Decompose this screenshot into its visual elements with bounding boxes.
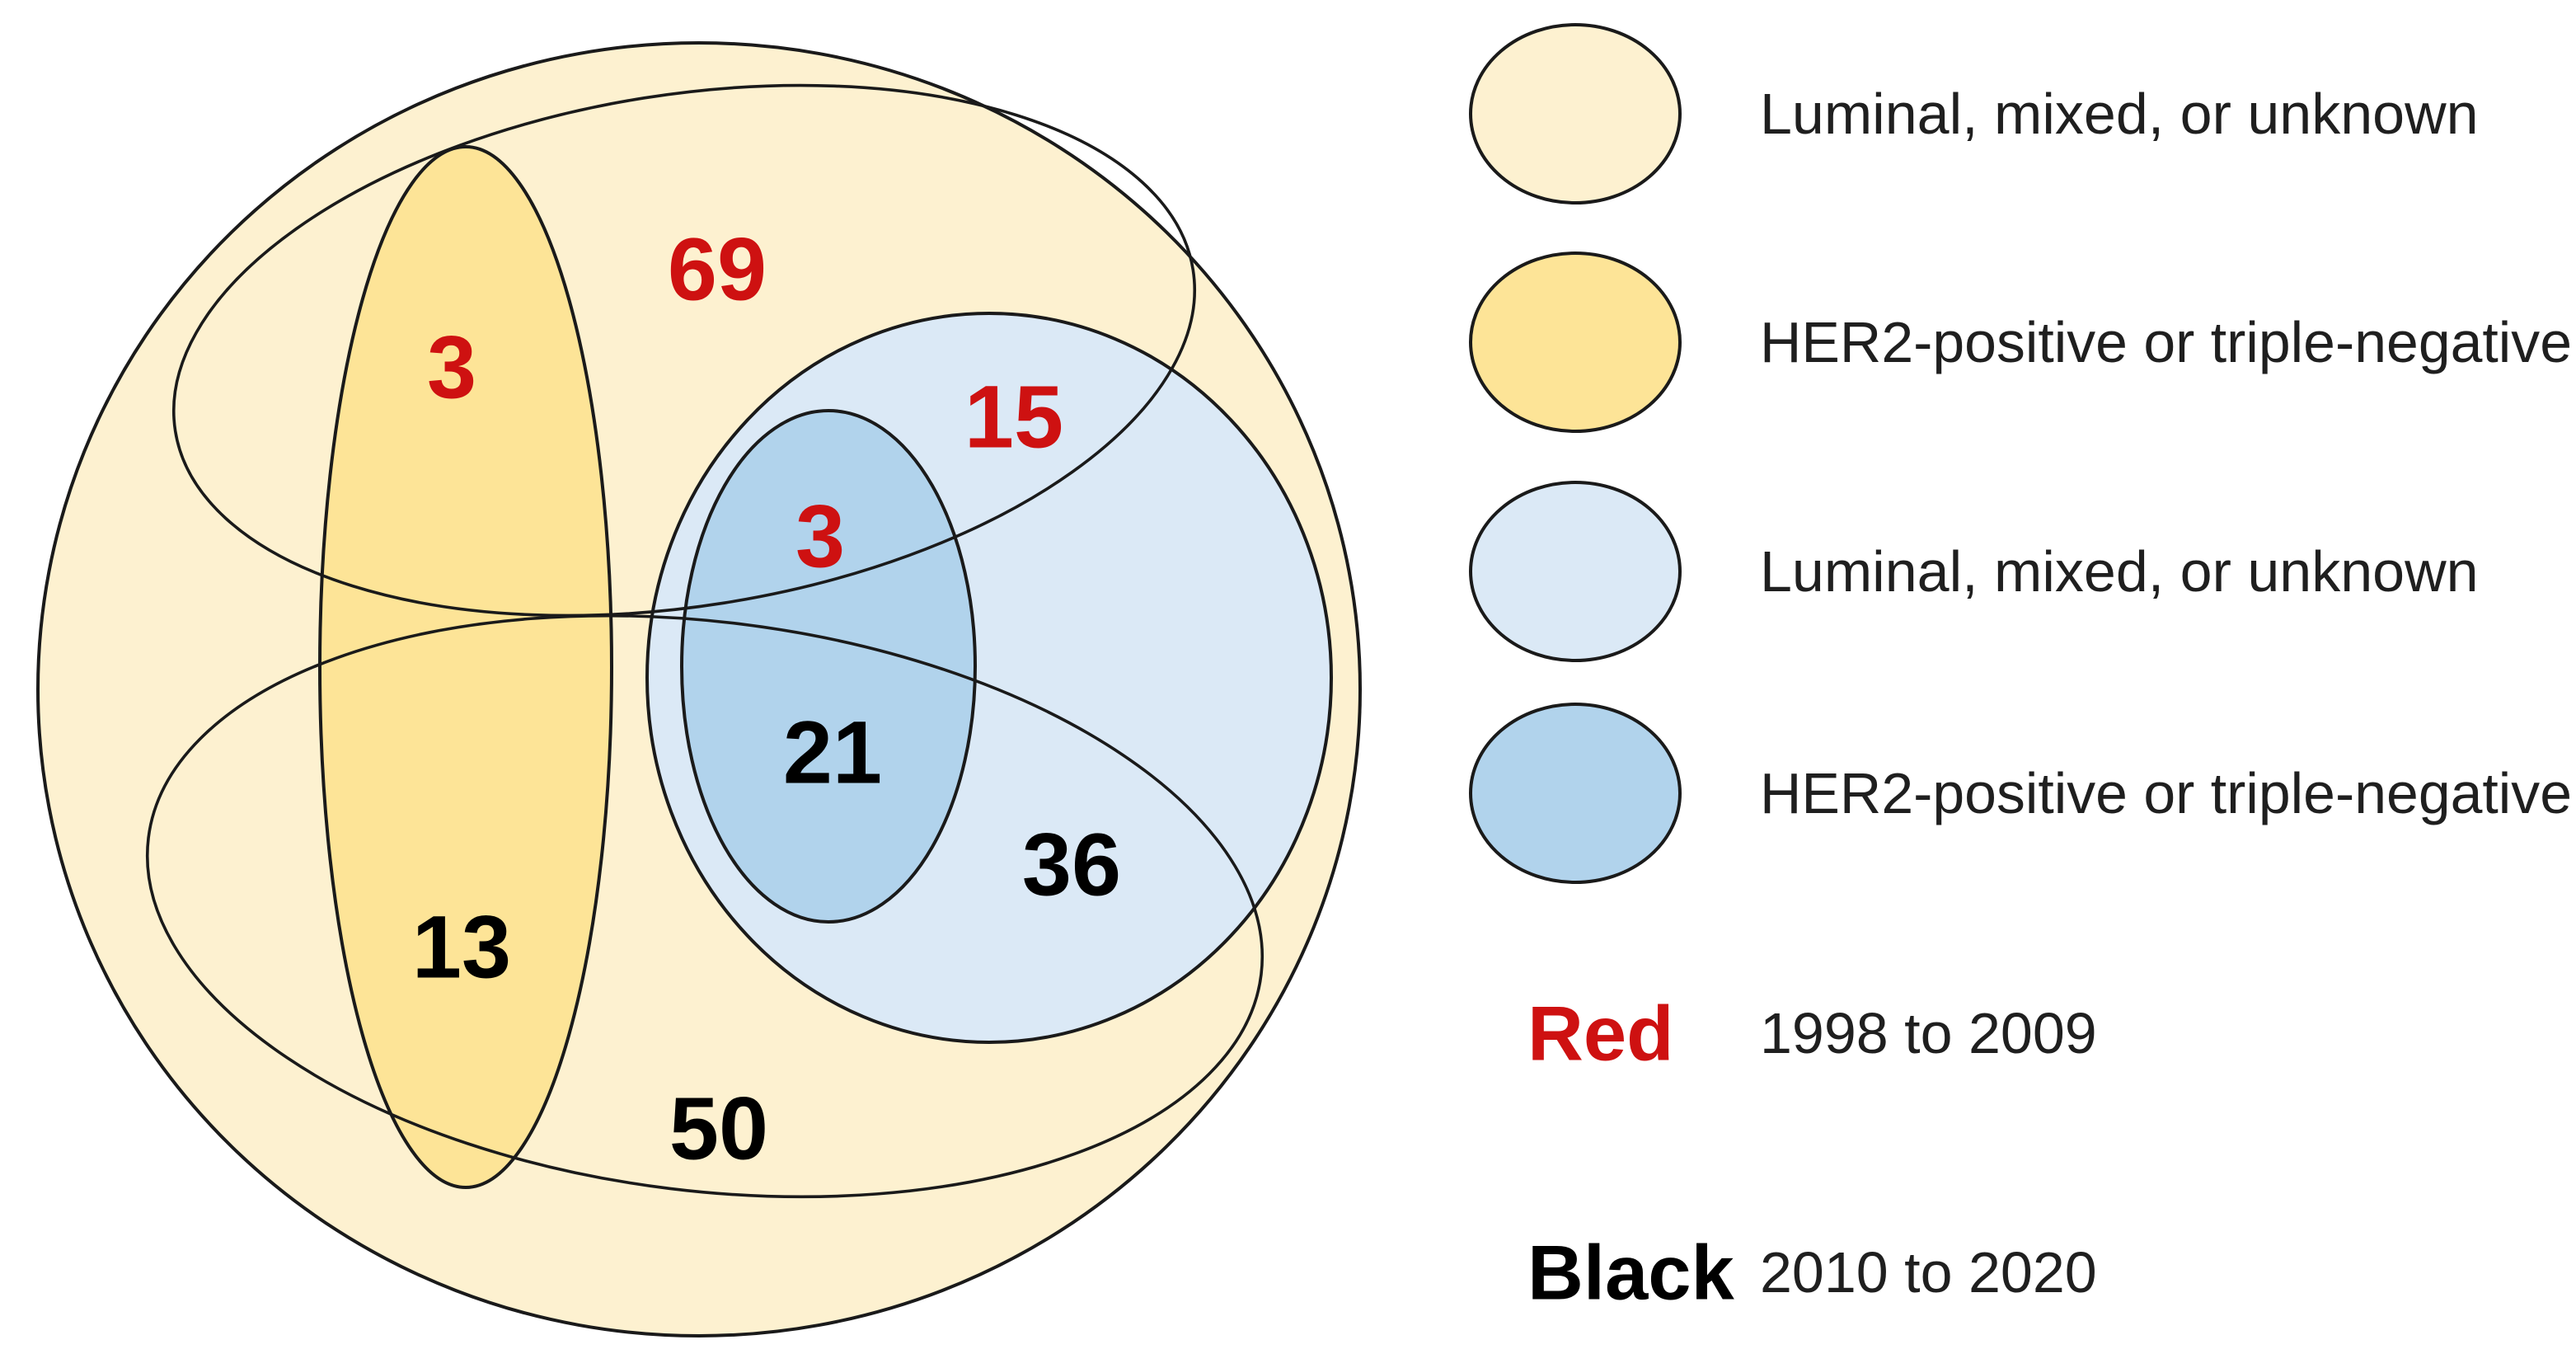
legend-item-gold: HER2-positive or triple-negative bbox=[1469, 252, 2572, 433]
legend-label-blue: HER2-positive or triple-negative bbox=[1760, 761, 2572, 825]
color-key-black: Black 2010 to 2020 bbox=[1527, 1229, 2097, 1316]
count-outer-red: 69 bbox=[668, 219, 767, 319]
legend-label-cream: Luminal, mixed, or unknown bbox=[1760, 82, 2479, 146]
gold-her2-ellipse bbox=[318, 145, 613, 1189]
legend-item-lightblue: Luminal, mixed, or unknown bbox=[1469, 481, 2479, 662]
blue-her2-ellipse bbox=[680, 409, 977, 924]
count-blue-red: 3 bbox=[795, 487, 845, 586]
legend-swatch-cream bbox=[1469, 23, 1682, 204]
color-key-red: Red 1998 to 2009 bbox=[1527, 990, 2097, 1077]
key-word-red: Red bbox=[1527, 990, 1674, 1077]
legend-swatch-gold bbox=[1469, 252, 1682, 433]
legend-swatch-lightblue bbox=[1469, 481, 1682, 662]
legend-item-cream: Luminal, mixed, or unknown bbox=[1469, 23, 2479, 204]
count-lightblue-black: 36 bbox=[1022, 815, 1121, 914]
legend: Luminal, mixed, or unknown HER2-positive… bbox=[1469, 23, 2572, 1316]
top-period-ellipse-1998-2009 bbox=[171, 83, 1197, 618]
key-period-black: 2010 to 2020 bbox=[1760, 1240, 2097, 1305]
legend-label-lightblue: Luminal, mixed, or unknown bbox=[1760, 539, 2479, 604]
key-word-black: Black bbox=[1527, 1229, 1735, 1316]
legend-item-blue: HER2-positive or triple-negative bbox=[1469, 703, 2572, 884]
key-period-red: 1998 to 2009 bbox=[1760, 1001, 2097, 1065]
venn-diagram bbox=[36, 41, 1362, 1337]
count-blue-black: 21 bbox=[783, 703, 882, 802]
legend-swatch-blue bbox=[1469, 703, 1682, 884]
bottom-period-ellipse-2010-2020 bbox=[145, 613, 1265, 1199]
count-outer-black: 50 bbox=[669, 1079, 768, 1178]
count-gold-red: 3 bbox=[427, 317, 476, 417]
legend-label-gold: HER2-positive or triple-negative bbox=[1760, 310, 2572, 374]
count-lightblue-red: 15 bbox=[964, 367, 1063, 467]
region-counts: 69 3 15 3 21 36 13 50 bbox=[412, 219, 1121, 1178]
count-gold-black: 13 bbox=[412, 897, 511, 997]
